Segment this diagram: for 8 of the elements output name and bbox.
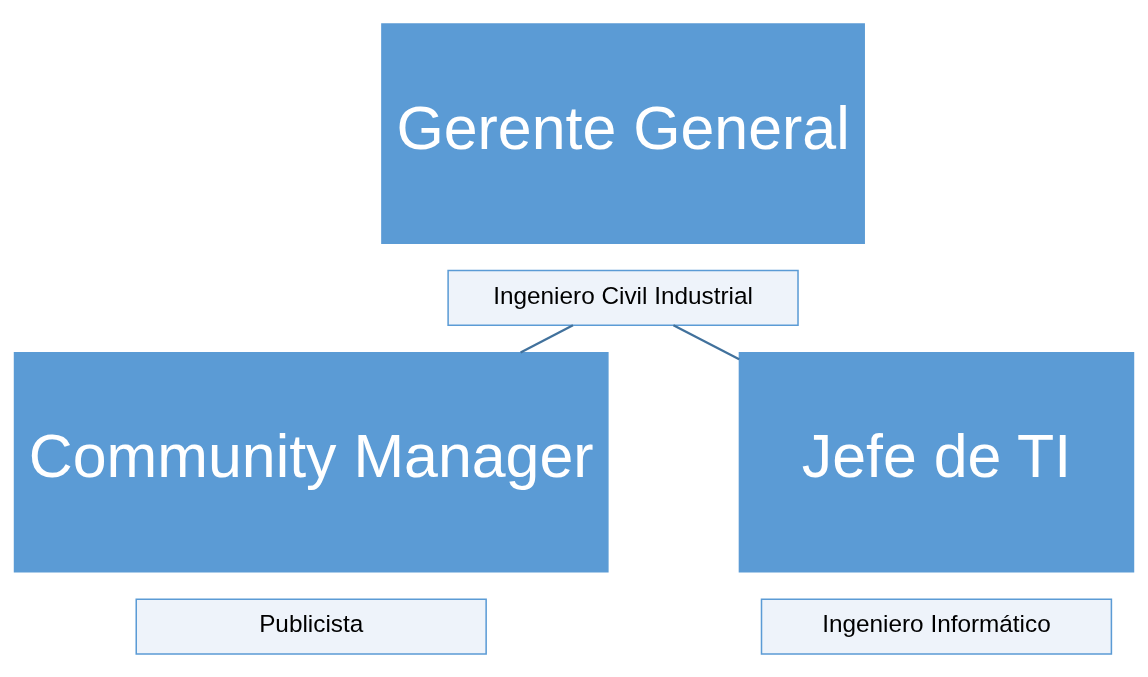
connector	[672, 323, 740, 360]
node-box: Ingeniero Civil Industrial	[447, 269, 799, 326]
node-box: Ingeniero Informático	[760, 597, 1113, 655]
connector	[520, 323, 574, 353]
node-box: Community Manager	[13, 351, 609, 572]
node-box: Gerente General	[381, 22, 865, 244]
node-box: Jefe de TI	[738, 351, 1135, 572]
node-box: Publicista	[135, 597, 487, 655]
